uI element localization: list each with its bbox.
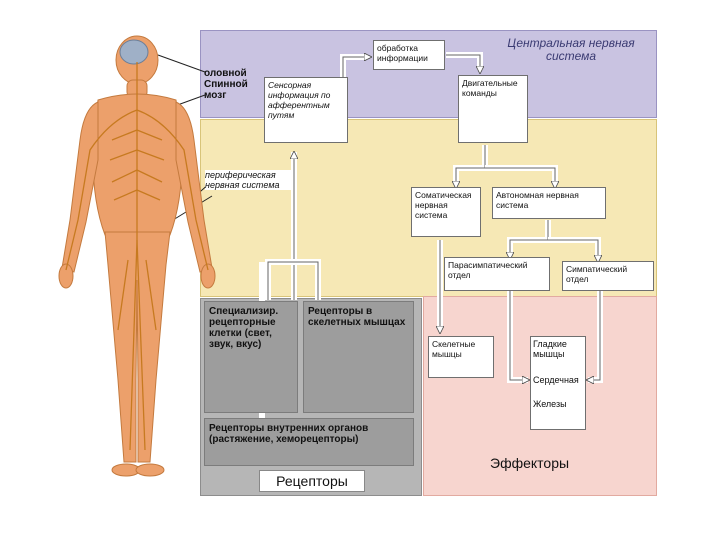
special-receptors-box: Специализир. рецепторные клетки (свет, з… — [204, 301, 298, 413]
muscle-receptors-label: Рецепторы в скелетных мышцах — [308, 306, 406, 328]
brain-label: оловной Спинной мозг — [204, 68, 248, 101]
processing-box: обработка информации — [373, 40, 445, 70]
special-receptors-label: Специализир. рецепторные клетки (свет, з… — [209, 306, 279, 350]
smooth-muscles-label: Гладкие мышцы — [533, 339, 567, 359]
cns-title: Центральная нервная система — [507, 36, 635, 63]
muscle-receptors-box: Рецепторы в скелетных мышцах — [303, 301, 414, 413]
cardiac-label: Сердечная — [533, 375, 579, 385]
pns-label: периферическая нервная система — [205, 170, 293, 190]
somatic-box: Соматическая нервная система — [411, 187, 481, 237]
skeletal-muscles-box: Скелетные мышцы — [428, 336, 494, 378]
visceral-receptors-label: Рецепторы внутренних органов (растяжение… — [209, 423, 369, 445]
effectors-title: Эффекторы — [490, 455, 570, 471]
sensory-box: Сенсорная информация по афферентным путя… — [264, 77, 348, 143]
visceral-receptors-box: Рецепторы внутренних органов (растяжение… — [204, 418, 414, 466]
glands-label: Железы — [533, 399, 567, 409]
autonomic-box: Автономная нервная система — [492, 187, 606, 219]
motor-commands-box: Двигательные команды — [458, 75, 528, 143]
parasympathetic-box: Парасимпатический отдел — [444, 257, 550, 291]
visceral-effectors-box: Гладкие мышцы Сердечная Железы — [530, 336, 586, 430]
sympathetic-box: Симпатический отдел — [562, 261, 654, 291]
receptors-title: Рецепторы — [259, 470, 365, 492]
